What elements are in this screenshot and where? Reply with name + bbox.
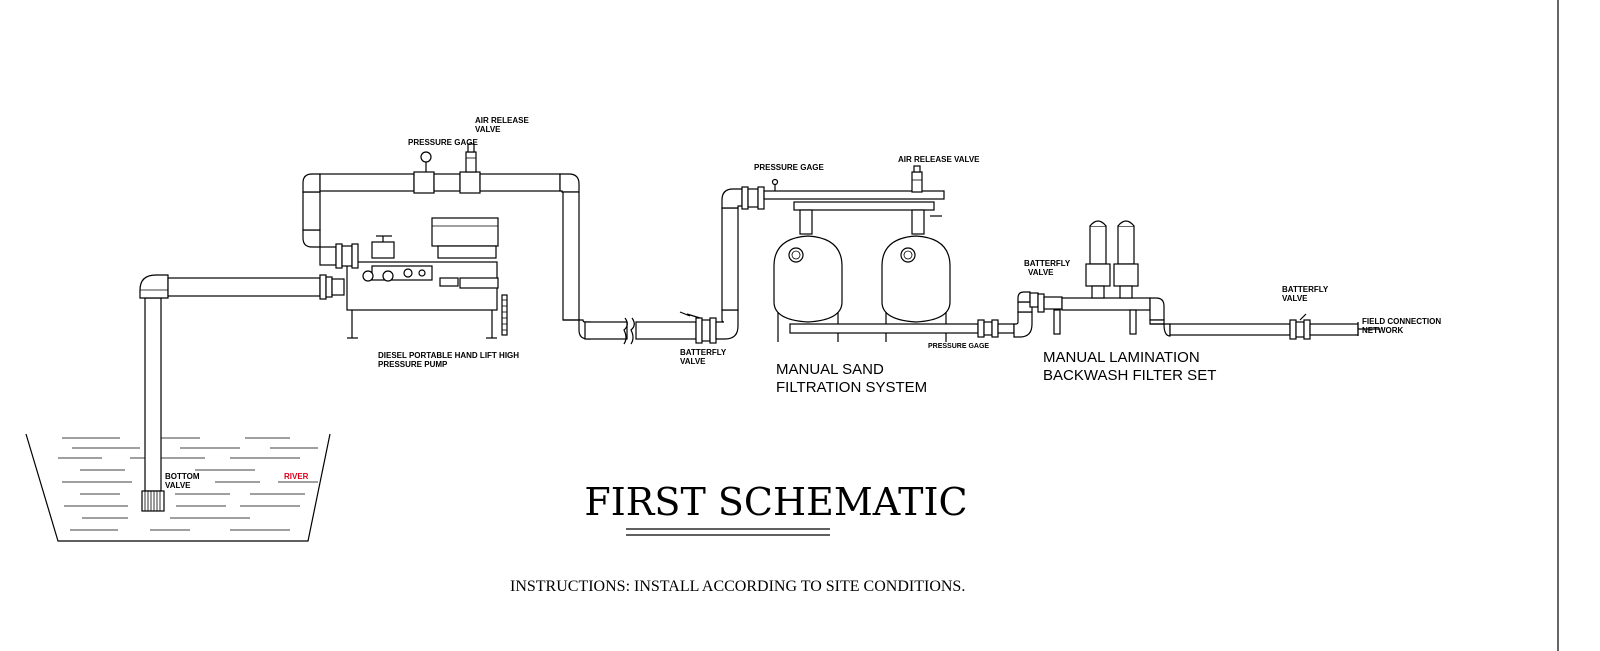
field-pipe: [1169, 313, 1380, 340]
water-lines: [58, 437, 318, 531]
pump-label-2: PRESSURE PUMP: [378, 360, 448, 369]
sand-filter-tank-2: [881, 235, 951, 342]
sand-inlet-pipe: [635, 178, 945, 344]
pressure-gage-1: [420, 151, 432, 172]
sand-filter-outlet-pipe: [789, 291, 1039, 338]
diesel-pump: [346, 217, 508, 339]
lamination-label-2: BACKWASH FILTER SET: [1043, 367, 1216, 384]
discharge-pipe: [302, 171, 628, 340]
river-label: RIVER: [284, 472, 309, 481]
pressure-gage-label-1: PRESSURE GAGE: [408, 138, 478, 147]
pressure-gage-label-2: PRESSURE GAGE: [754, 163, 824, 172]
butterfly-label-3b: VALVE: [1282, 294, 1308, 303]
sand-filter-header: [793, 165, 942, 235]
bottom-valve: [141, 490, 165, 512]
sand-filter-label-1: MANUAL SAND: [776, 361, 884, 378]
air-release-label-1b: VALVE: [475, 125, 501, 134]
butterfly-label-2a: BATTERFLY: [1024, 259, 1071, 268]
pipe-break: [623, 317, 635, 345]
page-title: FIRST SCHEMATIC: [584, 480, 967, 524]
instructions-text: INSTRUCTIONS: INSTALL ACCORDING TO SITE …: [510, 578, 965, 595]
bottom-valve-label-2: VALVE: [165, 481, 191, 490]
pressure-gage-label-3: PRESSURE GAGE: [928, 343, 989, 350]
air-release-label-1a: AIR RELEASE: [475, 116, 529, 125]
butterfly-label-1a: BATTERFLY: [680, 348, 727, 357]
suction-pipe: [139, 274, 345, 492]
bottom-valve-label-1: BOTTOM: [165, 472, 200, 481]
butterfly-label-2b: VALVE: [1028, 268, 1054, 277]
sand-filter-label-2: FILTRATION SYSTEM: [776, 379, 927, 396]
butterfly-label-1b: VALVE: [680, 357, 706, 366]
air-release-label-2: AIR RELEASE VALVE: [898, 155, 980, 164]
field-connection-label-1: FIELD CONNECTION: [1362, 317, 1441, 326]
butterfly-valve-1: [679, 311, 701, 319]
lamination-label-1: MANUAL LAMINATION: [1043, 349, 1200, 366]
air-release-valve-1: [465, 143, 477, 173]
sand-filter-tank-1: [773, 235, 843, 342]
field-connection-label-2: NETWORK: [1362, 326, 1404, 335]
lamination-filter-set: [1037, 220, 1171, 337]
pump-label-1: DIESEL PORTABLE HAND LIFT HIGH: [378, 351, 519, 360]
river: [25, 433, 331, 542]
butterfly-label-3a: BATTERFLY: [1282, 285, 1329, 294]
